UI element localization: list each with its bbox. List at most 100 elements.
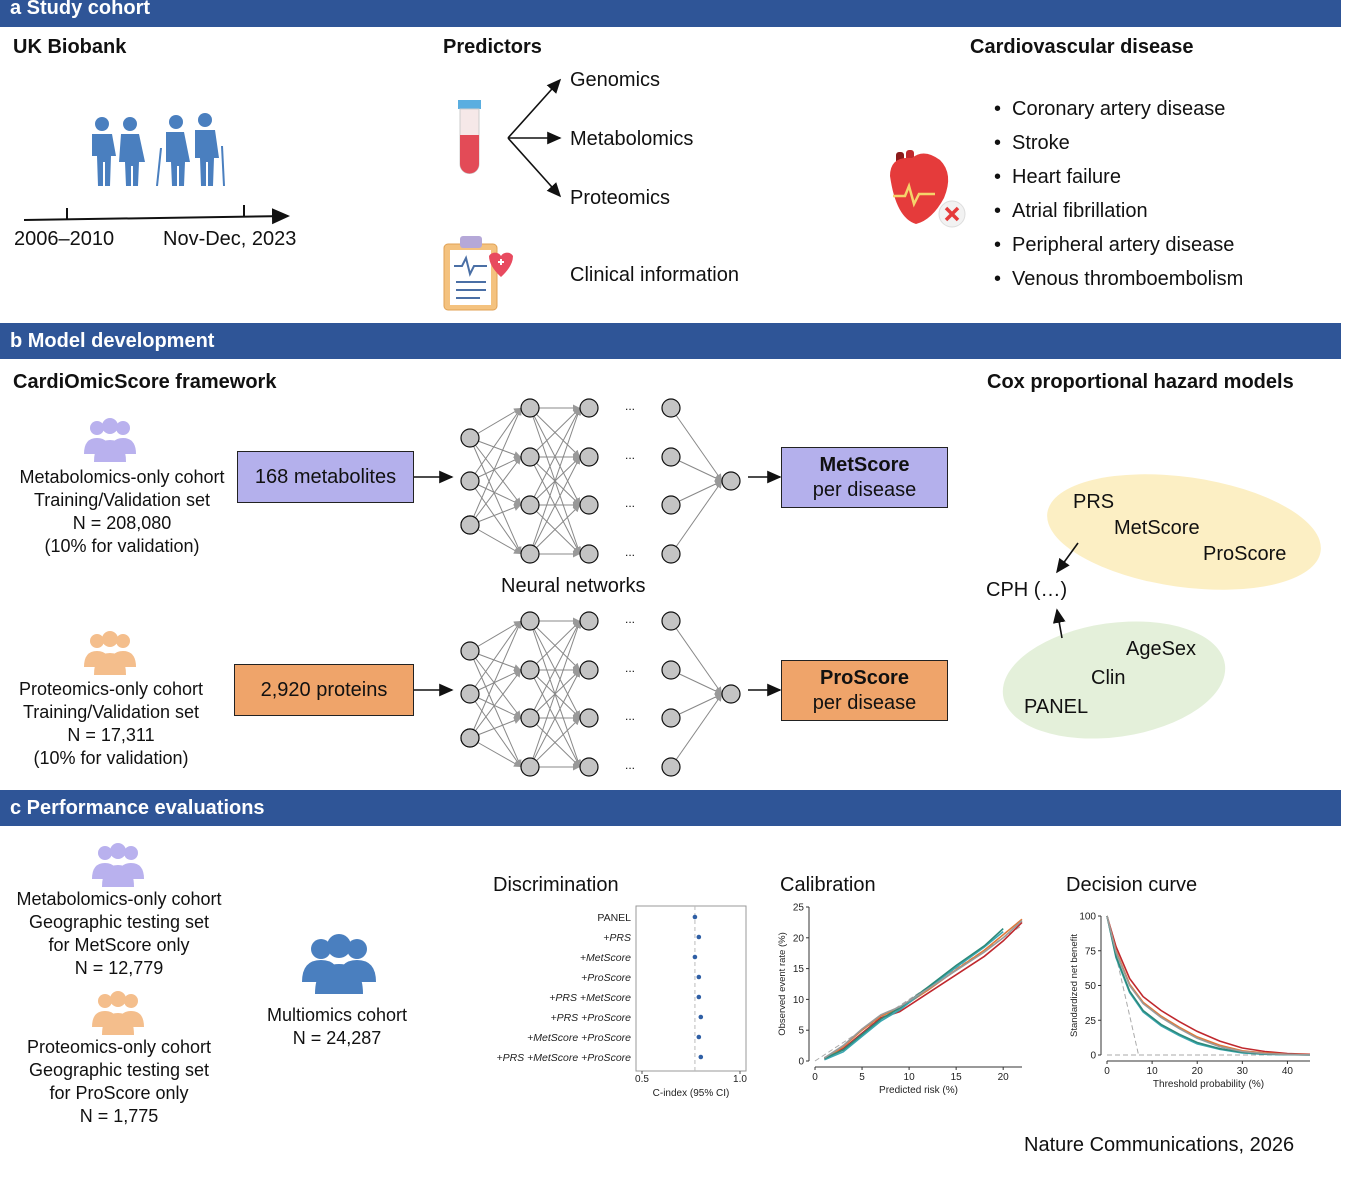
series-line	[824, 930, 1004, 1061]
neural-network-bottom: ............	[460, 611, 741, 777]
cvd-item: Stroke	[994, 126, 1243, 160]
nn-node	[460, 515, 480, 535]
discrimination-title: Discrimination	[493, 874, 619, 896]
nn-node	[520, 398, 540, 418]
metscore-label: MetScore	[819, 453, 910, 476]
proscore-box: ProScore per disease	[781, 660, 948, 721]
category-label: +PRS +MetScore +ProScore	[496, 1052, 631, 1064]
nn-edge	[529, 669, 581, 768]
test-tube-icon	[458, 100, 481, 174]
nn-node	[579, 447, 599, 467]
nn-node	[460, 471, 480, 491]
series-line	[824, 928, 1004, 1060]
nn-edge	[529, 407, 582, 555]
discrimination-chart: PANEL+PRS+MetScore+ProScore+PRS +MetScor…	[496, 905, 747, 1099]
cvd-item: Peripheral artery disease	[994, 228, 1243, 262]
cohort-n: N = 17,311	[67, 725, 155, 745]
nn-node	[579, 495, 599, 515]
cvd-item: Atrial fibrillation	[994, 194, 1243, 228]
nn-node	[661, 447, 681, 467]
y-axis-label: Standardized net benefit	[1069, 934, 1080, 1037]
nn-edge	[469, 650, 522, 671]
predictor-metabolomics: Metabolomics	[570, 128, 694, 150]
nn-ellipsis: ...	[625, 661, 635, 675]
nn-edge	[670, 693, 723, 768]
nn-node	[460, 641, 480, 661]
yellow-proscore: ProScore	[1203, 543, 1287, 565]
nn-node	[520, 495, 540, 515]
x-axis-label: Threshold probability (%)	[1153, 1079, 1264, 1090]
nn-edges	[469, 617, 723, 771]
nn-edge	[469, 620, 522, 652]
nn-edge	[670, 669, 723, 695]
nn-edge	[469, 437, 522, 506]
nn-node	[579, 544, 599, 564]
y-tick-label: 10	[793, 995, 805, 1006]
nn-node	[460, 728, 480, 748]
nn-node	[520, 544, 540, 564]
reference-diagonal	[814, 925, 1023, 1062]
metabolomics-test-people-icon	[92, 843, 144, 887]
category-label: +PRS +ProScore	[550, 1012, 631, 1024]
nn-node	[520, 447, 540, 467]
section-c-header: c Performance evaluations	[0, 790, 1341, 826]
cohort-line: Metabolomics-only cohort	[19, 467, 225, 487]
cohort-n: N = 12,779	[74, 958, 164, 978]
series-line	[1106, 915, 1311, 1056]
y-tick-label: 0	[798, 1057, 804, 1068]
nn-node	[661, 398, 681, 418]
cvd-item: Venous thromboembolism	[994, 262, 1243, 296]
nn-edge	[529, 504, 581, 555]
nn-edge	[469, 737, 522, 768]
data-point	[696, 974, 702, 980]
data-point	[692, 954, 698, 960]
cohort-line: Multiomics cohort	[266, 1005, 408, 1025]
predictor-genomics: Genomics	[570, 69, 661, 91]
nn-nodes	[460, 398, 741, 564]
nn-ellipsis: ...	[625, 758, 635, 772]
calibration-title: Calibration	[780, 874, 876, 896]
nn-edge	[670, 407, 723, 482]
metscore-box: MetScore per disease	[781, 447, 948, 508]
nn-edge	[469, 717, 522, 739]
nn-node	[460, 684, 480, 704]
nn-output-node	[721, 684, 741, 704]
data-point	[698, 1054, 704, 1060]
nn-node	[661, 495, 681, 515]
x-tick-label: 5	[859, 1072, 865, 1083]
section-a-header: a Study cohort	[0, 0, 1341, 27]
y-tick-label: 5	[798, 1026, 804, 1037]
cohort-line: (10% for validation)	[33, 748, 189, 768]
nn-node	[661, 757, 681, 777]
family-icon	[92, 113, 225, 186]
nn-edge	[529, 407, 581, 458]
x-tick-label: 20	[998, 1072, 1010, 1083]
nn-edge	[469, 504, 522, 526]
series-line	[824, 921, 1023, 1059]
framework-title: CardiOmicScore framework	[13, 371, 277, 393]
predictor-proteomics: Proteomics	[570, 187, 671, 209]
nn-edge	[529, 717, 581, 768]
nn-edge	[469, 407, 522, 482]
proteomics-test-people-icon	[92, 991, 144, 1035]
proscore-sublabel: per disease	[812, 691, 917, 714]
green-panel: PANEL	[1024, 696, 1089, 718]
section-b-header: b Model development	[0, 323, 1341, 359]
nn-node	[520, 611, 540, 631]
data-point	[696, 1034, 702, 1040]
category-label: +MetScore +ProScore	[527, 1032, 631, 1044]
proteomics-people-icon	[84, 631, 136, 675]
data-point	[696, 994, 702, 1000]
cvd-item: Heart failure	[994, 160, 1243, 194]
cohort-line: Geographic testing set	[28, 1060, 210, 1080]
x-tick-label: 0.5	[635, 1074, 649, 1085]
x-tick-label: 1.0	[733, 1074, 747, 1085]
decision-curve-title: Decision curve	[1066, 874, 1198, 896]
nn-edge	[529, 620, 581, 671]
series-line	[1106, 915, 1311, 1056]
nn-ellipsis: ...	[625, 448, 635, 462]
nn-ellipsis: ...	[625, 496, 635, 510]
cohort-line: Geographic testing set	[28, 912, 210, 932]
category-label: +PRS +MetScore	[549, 992, 631, 1004]
